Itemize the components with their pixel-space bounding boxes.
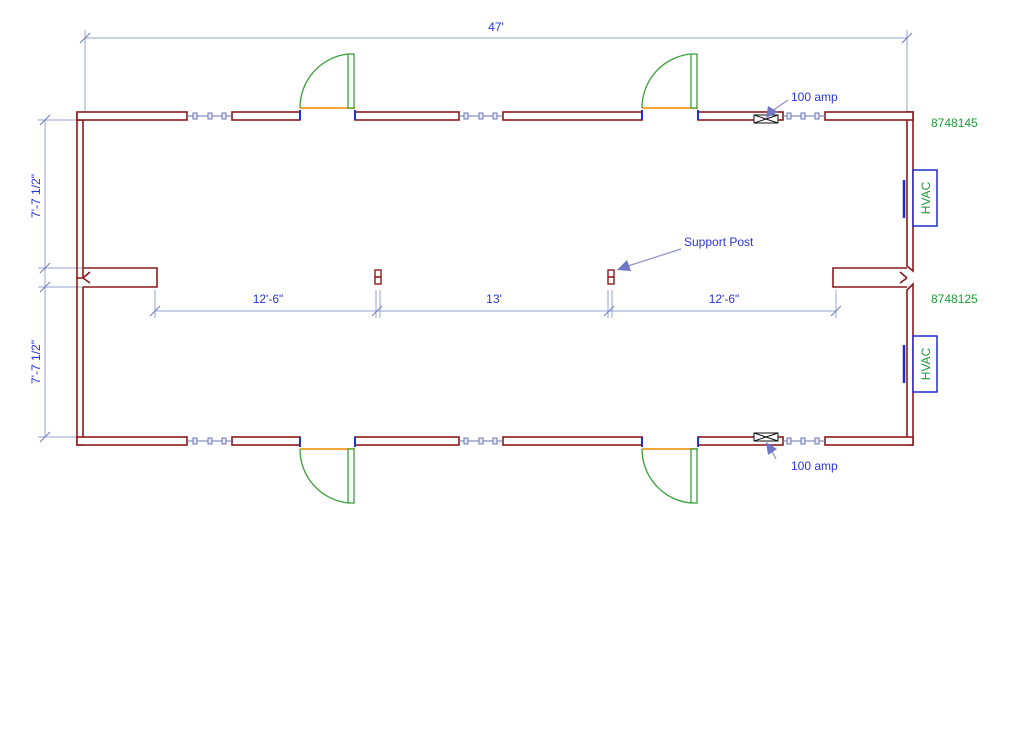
bottom-wall-seg-3	[354, 436, 460, 446]
hvac-unit-lower: HVAC	[902, 335, 938, 393]
left-wall-lower	[76, 278, 84, 446]
window-top-2	[459, 112, 503, 120]
windows	[187, 112, 825, 445]
left-stub-wall	[82, 267, 158, 288]
left-height-dimensions: 7'-7 1/2" 7'-7 1/2"	[29, 114, 96, 443]
overall-width-dimension: 47'	[79, 20, 913, 120]
top-wall-seg-1	[76, 111, 188, 121]
bottom-wall-seg-4	[502, 436, 643, 446]
unit-id-lower: 8748125	[931, 292, 978, 306]
unit-id-upper: 8748145	[931, 116, 978, 130]
span-left-label: 12'-6"	[253, 292, 284, 306]
bottom-wall-seg-6	[824, 436, 914, 446]
hvac-lower-label: HVAC	[919, 347, 933, 380]
overall-width-label: 47'	[488, 20, 504, 34]
door-bottom-2	[641, 437, 699, 504]
right-wall-lower	[906, 282, 914, 446]
electrical-panel-bottom	[753, 432, 779, 442]
support-post-label: Support Post	[684, 235, 754, 249]
door-top-2	[641, 53, 699, 120]
annotation-100amp-top: 100 amp	[766, 90, 838, 118]
door-top-1	[299, 53, 356, 120]
window-bottom-2	[459, 437, 503, 445]
door-bottom-1	[299, 437, 356, 504]
bottom-wall-seg-1	[76, 436, 188, 446]
electrical-top-label: 100 amp	[791, 90, 838, 104]
span-right-label: 12'-6"	[709, 292, 740, 306]
top-wall-seg-2	[231, 111, 301, 121]
annotation-100amp-bottom: 100 amp	[766, 442, 838, 473]
top-wall-seg-3	[354, 111, 460, 121]
window-bottom-3	[783, 437, 825, 445]
window-top-3	[783, 112, 825, 120]
left-wall-upper	[76, 112, 84, 279]
left-upper-height-label: 7'-7 1/2"	[29, 174, 43, 218]
top-wall-seg-4	[502, 111, 643, 121]
window-top-1	[187, 112, 232, 120]
hvac-upper-label: HVAC	[919, 181, 933, 214]
right-wall-upper	[906, 111, 914, 273]
interior-span-dimensions: 12'-6" 13' 12'-6"	[149, 290, 842, 318]
electrical-bottom-label: 100 amp	[791, 459, 838, 473]
support-posts	[374, 269, 615, 285]
electrical-panel-top	[753, 114, 779, 124]
bottom-wall-seg-2	[231, 436, 301, 446]
exterior-walls	[76, 111, 914, 446]
top-wall-seg-6	[824, 111, 914, 121]
window-bottom-1	[187, 437, 232, 445]
hvac-unit-upper: HVAC	[902, 169, 938, 227]
right-stub-wall	[832, 267, 908, 288]
annotation-support-post: Support Post	[617, 235, 754, 271]
doors	[299, 53, 699, 504]
left-lower-height-label: 7'-7 1/2"	[29, 340, 43, 384]
span-center-label: 13'	[486, 292, 502, 306]
